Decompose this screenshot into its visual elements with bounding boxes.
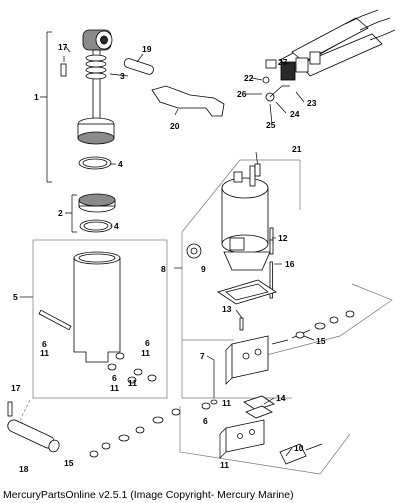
callout-14: 14 bbox=[276, 393, 286, 403]
callout-6: 6 bbox=[203, 416, 208, 426]
lower-valve-block bbox=[89, 399, 351, 475]
pump-motor-assembly bbox=[174, 159, 301, 341]
callout-7: 7 bbox=[200, 351, 205, 361]
callout-3: 3 bbox=[120, 71, 125, 81]
callout-12: 12 bbox=[278, 233, 288, 243]
callout-24: 24 bbox=[290, 109, 300, 119]
callout-labels: 17 19 3 1 20 4 2 4 5 6 11 6 11 6 11 11 1… bbox=[11, 42, 326, 474]
callout-4: 4 bbox=[114, 221, 119, 231]
wiring-harness bbox=[262, 9, 396, 102]
cylinder-shaft-assembly bbox=[40, 29, 115, 183]
callout-6: 6 bbox=[145, 338, 150, 348]
callout-26: 26 bbox=[237, 89, 247, 99]
callout-11: 11 bbox=[128, 378, 137, 388]
callout-13: 13 bbox=[222, 304, 232, 314]
callout-2: 2 bbox=[58, 208, 63, 218]
callout-19: 19 bbox=[142, 44, 152, 54]
callout-5: 5 bbox=[13, 292, 18, 302]
callout-11: 11 bbox=[220, 460, 229, 470]
callout-4: 4 bbox=[118, 159, 123, 169]
callout-22: 22 bbox=[244, 73, 254, 83]
callout-11: 11 bbox=[222, 398, 231, 408]
valve-manifold bbox=[181, 283, 393, 419]
callout-23: 23 bbox=[307, 98, 317, 108]
callout-16: 16 bbox=[285, 259, 295, 269]
callout-11: 11 bbox=[141, 348, 150, 358]
callout-6: 6 bbox=[42, 339, 47, 349]
copyright-footer: MercuryPartsOnline v2.5.1 (Image Copyrig… bbox=[3, 489, 294, 501]
callout-15: 15 bbox=[316, 336, 326, 346]
callout-25: 25 bbox=[266, 120, 276, 130]
callout-11: 11 bbox=[40, 348, 49, 358]
callout-21: 21 bbox=[292, 144, 302, 154]
seal-rings bbox=[65, 193, 116, 233]
callout-18: 18 bbox=[19, 464, 29, 474]
callout-6: 6 bbox=[112, 373, 117, 383]
callout-11: 11 bbox=[110, 383, 119, 393]
callout-9: 9 bbox=[201, 264, 206, 274]
callout-10: 10 bbox=[294, 443, 304, 453]
callout-17: 17 bbox=[11, 383, 21, 393]
pin-and-bracket bbox=[123, 53, 225, 117]
callout-8: 8 bbox=[161, 264, 166, 274]
manual-release-rod bbox=[7, 399, 60, 453]
leader-lines bbox=[65, 46, 315, 457]
reservoir-tube bbox=[20, 239, 168, 399]
callout-17: 17 bbox=[58, 42, 68, 52]
motor-wire-lead bbox=[254, 151, 261, 177]
callout-20: 20 bbox=[170, 121, 180, 131]
callout-15: 15 bbox=[64, 458, 74, 468]
exploded-parts-diagram: 17 19 3 1 20 4 2 4 5 6 11 6 11 6 11 11 1… bbox=[7, 9, 396, 475]
callout-27: 27 bbox=[278, 57, 288, 67]
callout-1: 1 bbox=[34, 92, 39, 102]
